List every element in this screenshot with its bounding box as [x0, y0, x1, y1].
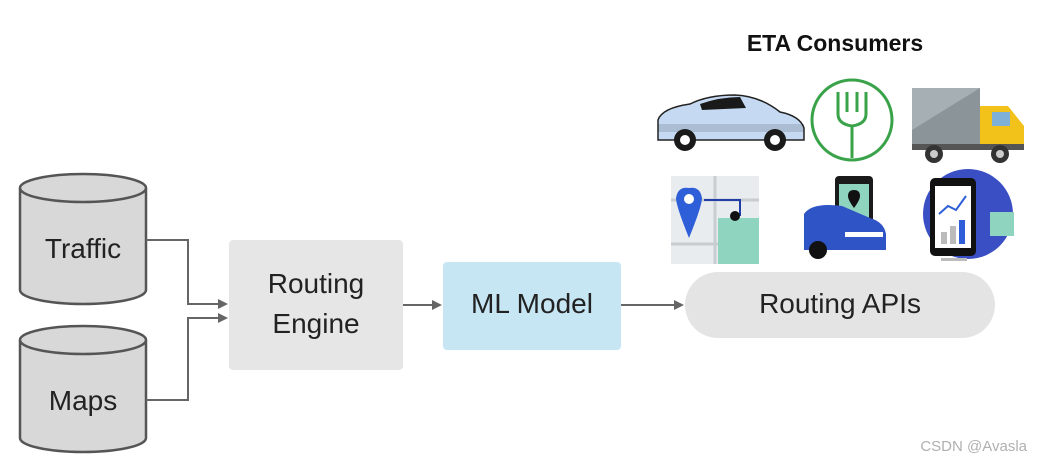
fork-icon — [810, 78, 894, 162]
phone-chart-icon — [923, 169, 1014, 261]
traffic-label: Traffic — [45, 233, 121, 264]
maps-database: Maps — [18, 324, 148, 454]
truck-icon — [912, 88, 1024, 163]
arrow-traffic-to-engine — [146, 239, 228, 309]
arrow-maps-to-engine — [146, 313, 228, 401]
routing-apis-label: Routing APIs — [759, 288, 921, 319]
map-pin-icon — [671, 176, 759, 264]
phone-car-icon — [804, 176, 886, 259]
ml-model-node: ML Model — [443, 262, 621, 350]
ml-model-label: ML Model — [471, 288, 593, 319]
routing-engine-node: Routing Engine — [229, 240, 403, 370]
maps-label: Maps — [49, 385, 117, 416]
routing-engine-label-line2: Engine — [272, 308, 359, 339]
routing-apis-node: Routing APIs — [685, 272, 995, 338]
car-icon — [657, 94, 805, 151]
watermark: CSDN @Avasla — [920, 438, 1027, 455]
eta-consumers-title: ETA Consumers — [746, 30, 924, 56]
traffic-database: Traffic — [18, 172, 148, 306]
routing-engine-label-line1: Routing — [268, 268, 365, 299]
